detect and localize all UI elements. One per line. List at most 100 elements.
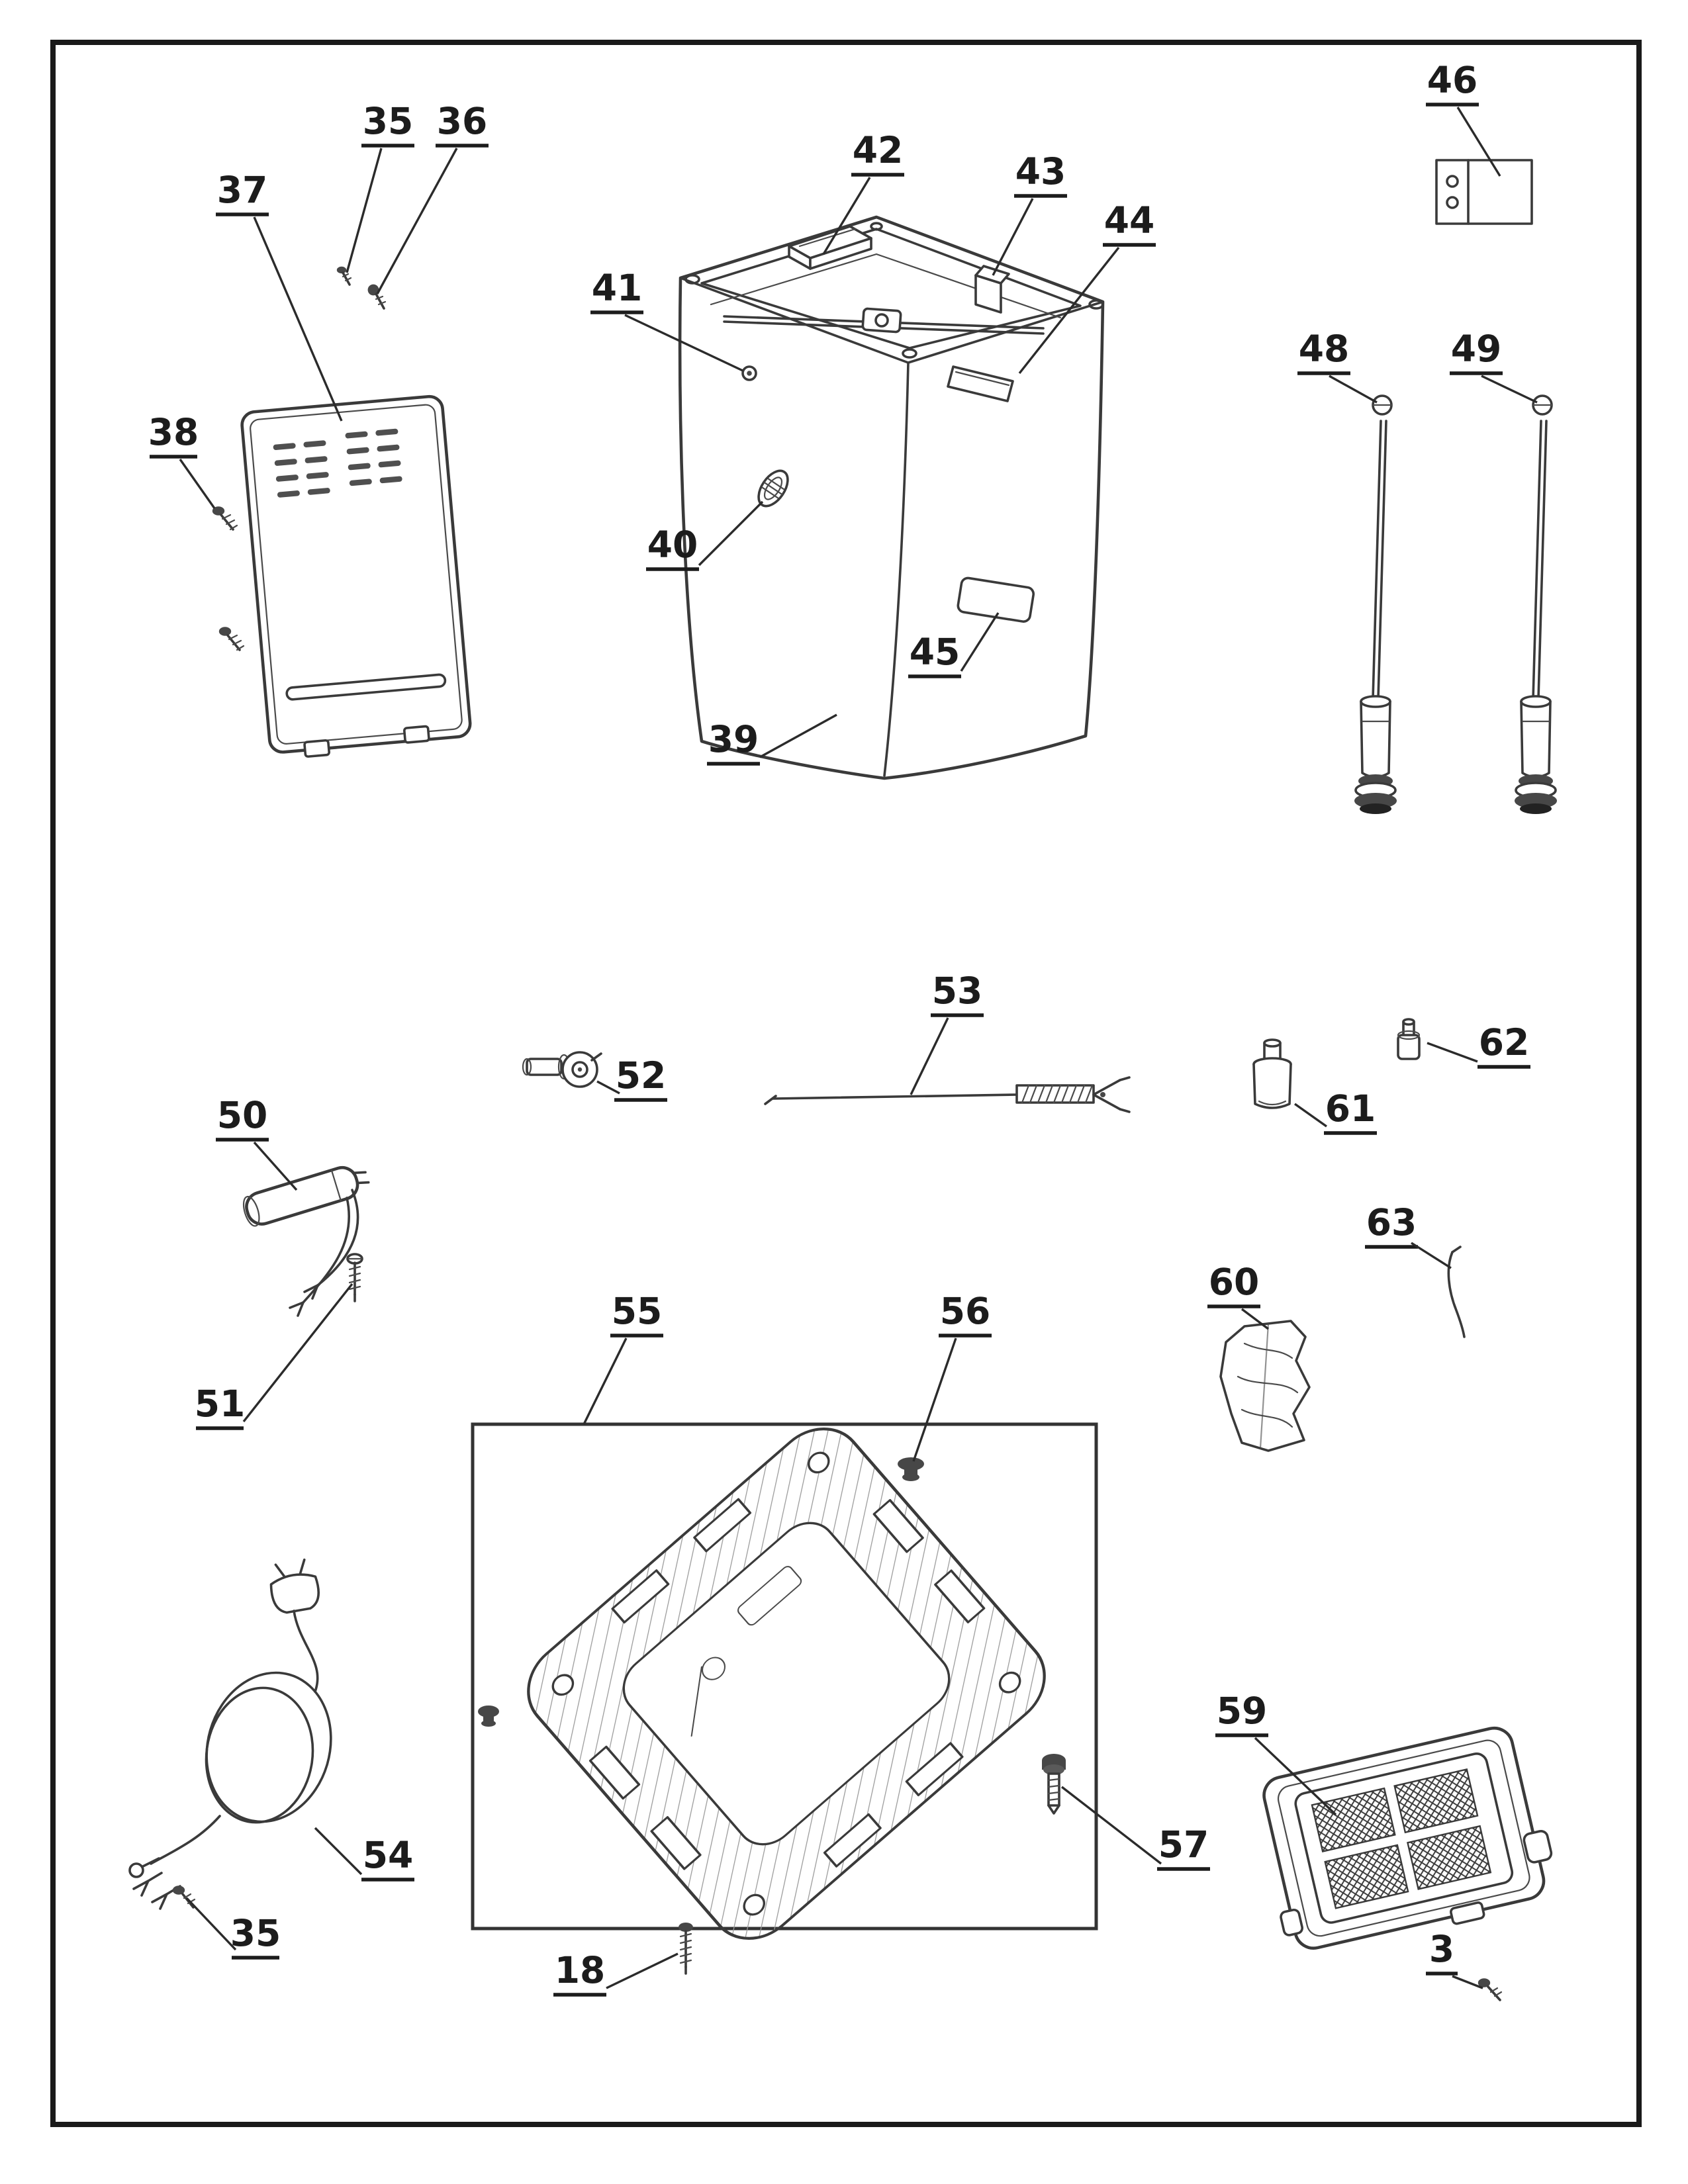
part-label-53: 53 xyxy=(910,970,984,1095)
part-label-37: 37 xyxy=(216,169,343,422)
part-number: 38 xyxy=(148,411,199,453)
leader-line xyxy=(1452,1975,1483,1989)
part-label-56: 56 xyxy=(912,1290,992,1462)
part-label-50: 50 xyxy=(216,1094,298,1191)
vent-handle-40 xyxy=(757,469,789,508)
part-label-42: 42 xyxy=(822,129,904,255)
base-frame-drawing xyxy=(527,1427,1046,1940)
cabinet-drawing xyxy=(678,215,1105,780)
latch-part-43 xyxy=(974,265,1010,314)
foot-56-drawing xyxy=(898,1457,924,1481)
leader-line xyxy=(185,1897,237,1951)
part-label-41: 41 xyxy=(590,267,743,372)
vent-slots-left xyxy=(273,440,330,498)
part-number: 42 xyxy=(853,129,904,171)
part-label-48: 48 xyxy=(1297,328,1378,404)
part-label-51: 51 xyxy=(195,1283,353,1430)
part-label-40: 40 xyxy=(646,500,764,571)
filter-mesh xyxy=(1324,1844,1409,1909)
page-border-frame xyxy=(50,40,1642,2127)
detail-box-55 xyxy=(471,1422,1098,1931)
leader-line xyxy=(314,1827,363,1876)
power-cord-drawing xyxy=(128,1558,332,1910)
part-number: 45 xyxy=(910,631,961,673)
part-label-61: 61 xyxy=(1294,1087,1377,1135)
ring-terminal xyxy=(128,1862,144,1878)
part-number: 55 xyxy=(612,1290,663,1332)
coupling-52-drawing xyxy=(522,1051,602,1088)
part-label-57: 57 xyxy=(1060,1786,1210,1871)
part-label-63: 63 xyxy=(1365,1201,1452,1269)
part-number: 50 xyxy=(217,1094,268,1136)
part-number: 53 xyxy=(932,970,983,1012)
part-label-36: 36 xyxy=(376,100,489,295)
leader-line xyxy=(910,1017,949,1095)
part-label-46: 46 xyxy=(1426,59,1501,177)
part-label-44: 44 xyxy=(1018,199,1156,375)
part-number: 18 xyxy=(555,1949,606,1991)
part-number: 51 xyxy=(195,1383,246,1425)
part-number: 35 xyxy=(363,100,414,142)
foot-left-drawing xyxy=(478,1706,499,1727)
leader-line xyxy=(912,1338,957,1462)
screw-51-drawing xyxy=(346,1253,363,1302)
power-plug xyxy=(269,1558,320,1614)
part-number: 61 xyxy=(1325,1087,1376,1130)
leader-line xyxy=(1456,107,1501,177)
leader-line xyxy=(822,177,871,255)
part-label-43: 43 xyxy=(992,150,1067,276)
leader-line xyxy=(1294,1103,1327,1128)
part-number: 62 xyxy=(1479,1021,1530,1064)
part-label-38: 38 xyxy=(148,411,216,509)
spade-terminal xyxy=(132,1872,163,1897)
part-number: 35 xyxy=(230,1912,281,1954)
leader-line xyxy=(376,148,458,295)
part-number: 44 xyxy=(1104,199,1155,242)
part-number: 63 xyxy=(1366,1201,1417,1244)
vent-slots-right xyxy=(345,428,402,486)
part-number: 54 xyxy=(363,1834,414,1876)
part-number: 60 xyxy=(1209,1261,1260,1303)
part-number: 49 xyxy=(1451,328,1502,370)
part-label-49: 49 xyxy=(1450,328,1538,404)
capacitor-50-drawing xyxy=(242,1165,370,1317)
bag-60-drawing xyxy=(1219,1320,1311,1452)
leader-line xyxy=(1060,1786,1162,1865)
part-number: 3 xyxy=(1429,1928,1454,1970)
part-number: 46 xyxy=(1427,59,1478,101)
base-cover-59-drawing xyxy=(1262,1726,1553,1950)
filter-mesh xyxy=(1311,1787,1396,1852)
leader-line xyxy=(253,1141,298,1191)
part-label-18: 18 xyxy=(553,1949,679,1997)
panel-bottom-slot xyxy=(285,673,447,701)
part-number: 56 xyxy=(940,1290,991,1332)
leader-line xyxy=(179,459,216,509)
leader-line xyxy=(1481,375,1538,404)
part-label-45: 45 xyxy=(908,612,1000,678)
part-number: 43 xyxy=(1015,150,1066,193)
leader-line xyxy=(960,612,1000,672)
bracket-46-drawing xyxy=(1435,159,1533,225)
plate-part-44 xyxy=(947,365,1014,402)
leader-line xyxy=(992,198,1034,276)
part-number: 39 xyxy=(708,718,759,760)
screw-18-drawing xyxy=(679,1923,693,1975)
leader-line xyxy=(1411,1242,1452,1269)
part-number: 36 xyxy=(437,100,488,142)
leader-line xyxy=(1254,1737,1337,1816)
leader-line xyxy=(1329,375,1378,404)
panel-foot-tab xyxy=(402,725,430,744)
leader-line xyxy=(253,216,343,422)
clip-63-drawing xyxy=(1447,1246,1466,1338)
part-label-60: 60 xyxy=(1207,1261,1270,1330)
leader-line xyxy=(583,1338,628,1425)
leader-line xyxy=(759,713,837,758)
capacitor-wire xyxy=(316,1189,359,1287)
part-label-59: 59 xyxy=(1215,1690,1337,1816)
damper-61-drawing xyxy=(1252,1038,1292,1109)
bolt-57-drawing xyxy=(1042,1754,1066,1815)
leader-line xyxy=(1241,1308,1270,1330)
part-number: 40 xyxy=(647,523,698,566)
